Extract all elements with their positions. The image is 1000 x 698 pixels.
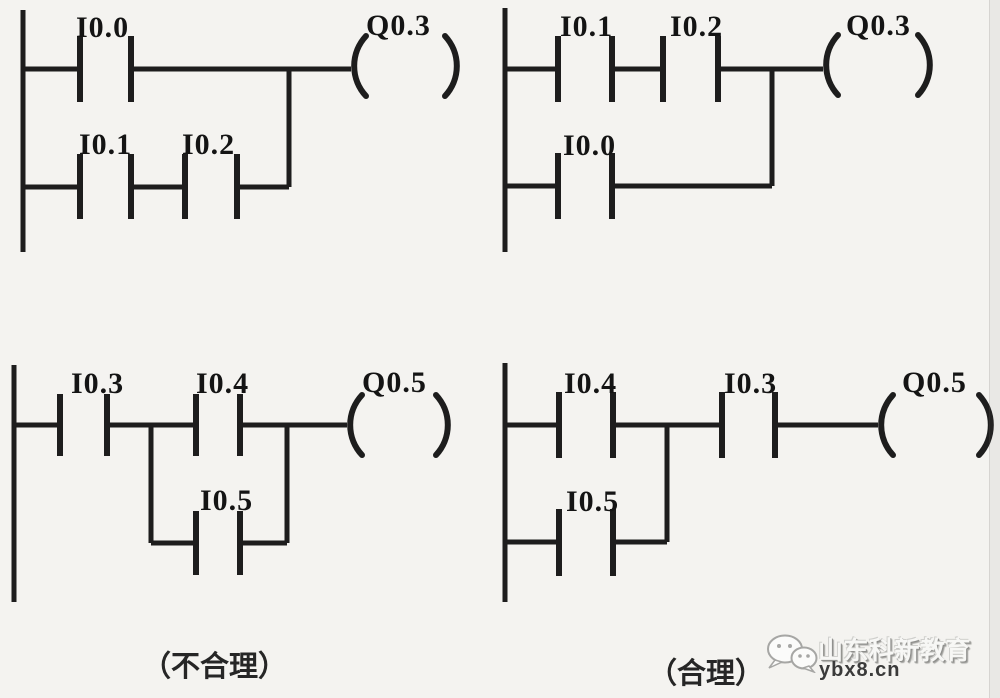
contact-label-i02-top-left: I0.2: [182, 128, 236, 161]
contact-label-i02-top-right: I0.2: [670, 10, 724, 43]
contact-label-i05-bottom-left: I0.5: [200, 484, 254, 517]
rung-top-right: [502, 8, 933, 252]
contact-label-i05-bottom-right: I0.5: [566, 485, 620, 518]
coil-paren-right: [976, 392, 994, 458]
coil-label-q05-bottom-right: Q0.5: [902, 366, 967, 399]
coil-paren-left: [823, 32, 841, 98]
verdict-caption-unreasonable: （不合理）: [142, 651, 288, 683]
contact-label-i00-top-right: I0.0: [563, 129, 617, 162]
coil-paren-left: [351, 33, 369, 99]
coil-paren-right: [442, 33, 460, 99]
coil-label-q05-bottom-left: Q0.5: [362, 366, 427, 399]
scan-edge-shadow: [989, 0, 1000, 698]
coil-paren-left: [347, 392, 365, 458]
coil-paren-left: [878, 392, 896, 458]
wechat-icon: [767, 634, 818, 673]
coil-paren-right: [433, 392, 451, 458]
coil-paren-right: [915, 32, 933, 98]
contact-label-i03-bottom-left: I0.3: [71, 367, 125, 400]
contact-label-i01-top-right: I0.1: [560, 10, 614, 43]
watermark-brand-text: 山东科新教育: [818, 636, 972, 665]
rung-bottom-left: [11, 365, 451, 602]
coil-label-q03-top-left: Q0.3: [366, 9, 431, 42]
verdict-caption-reasonable: （合理）: [648, 658, 765, 690]
rung-bottom-right: [502, 363, 994, 602]
watermark-domain-text: ybx8.cn: [819, 659, 901, 681]
contact-label-i01-top-left: I0.1: [79, 128, 133, 161]
contact-label-i04-bottom-right: I0.4: [564, 367, 618, 400]
contact-label-i03-bottom-right: I0.3: [724, 367, 778, 400]
coil-label-q03-top-right: Q0.3: [846, 9, 911, 42]
contact-label-i00-top-left: I0.0: [76, 11, 130, 44]
rung-top-left: [20, 10, 460, 252]
contact-label-i04-bottom-left: I0.4: [196, 367, 250, 400]
